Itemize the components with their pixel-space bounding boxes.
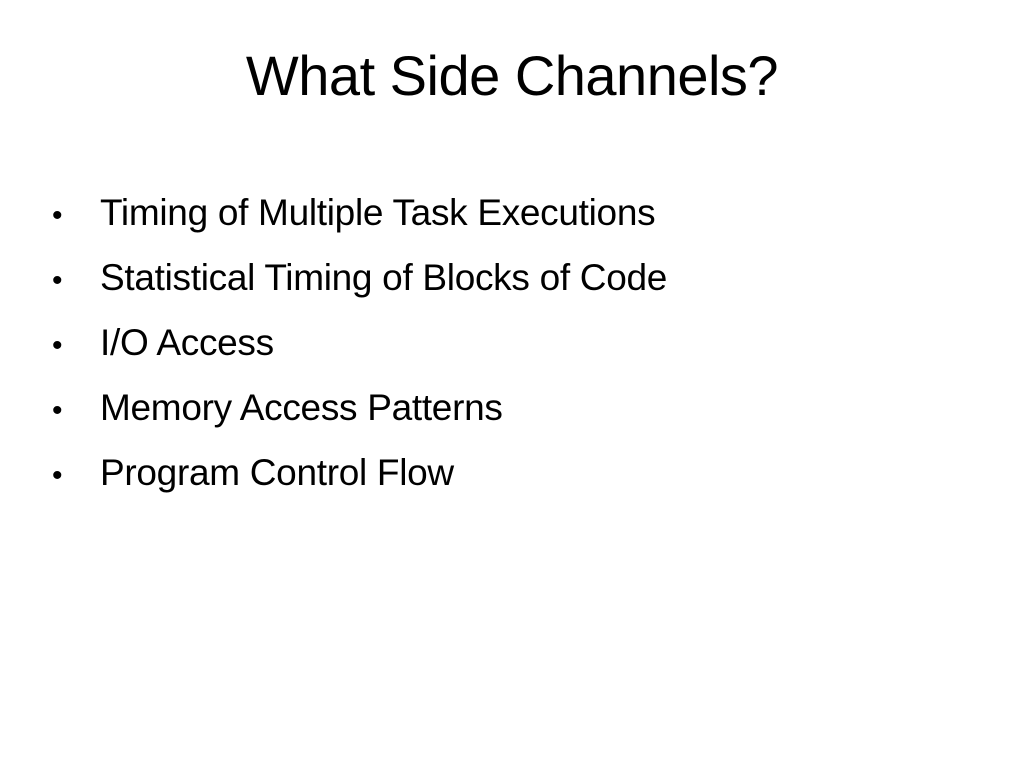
- bullet-item: • Program Control Flow: [52, 440, 952, 505]
- bullet-item: • I/O Access: [52, 310, 952, 375]
- bullet-dot-icon: •: [52, 199, 63, 232]
- bullet-item: • Memory Access Patterns: [52, 375, 952, 440]
- bullet-dot-icon: •: [52, 394, 63, 427]
- bullet-text: Memory Access Patterns: [100, 387, 503, 428]
- bullet-dot-icon: •: [52, 264, 63, 297]
- slide-title: What Side Channels?: [245, 44, 779, 107]
- bullet-text: Timing of Multiple Task Executions: [100, 192, 656, 233]
- bullet-text: Program Control Flow: [100, 452, 454, 493]
- bullet-text: Statistical Timing of Blocks of Code: [100, 257, 668, 298]
- bullet-dot-icon: •: [52, 459, 63, 492]
- bullet-item: • Statistical Timing of Blocks of Code: [52, 245, 952, 310]
- bullet-dot-icon: •: [52, 329, 63, 362]
- bullet-text: I/O Access: [100, 322, 274, 363]
- bullet-item: • Timing of Multiple Task Executions: [52, 180, 952, 245]
- bullet-list: • Timing of Multiple Task Executions • S…: [52, 180, 952, 505]
